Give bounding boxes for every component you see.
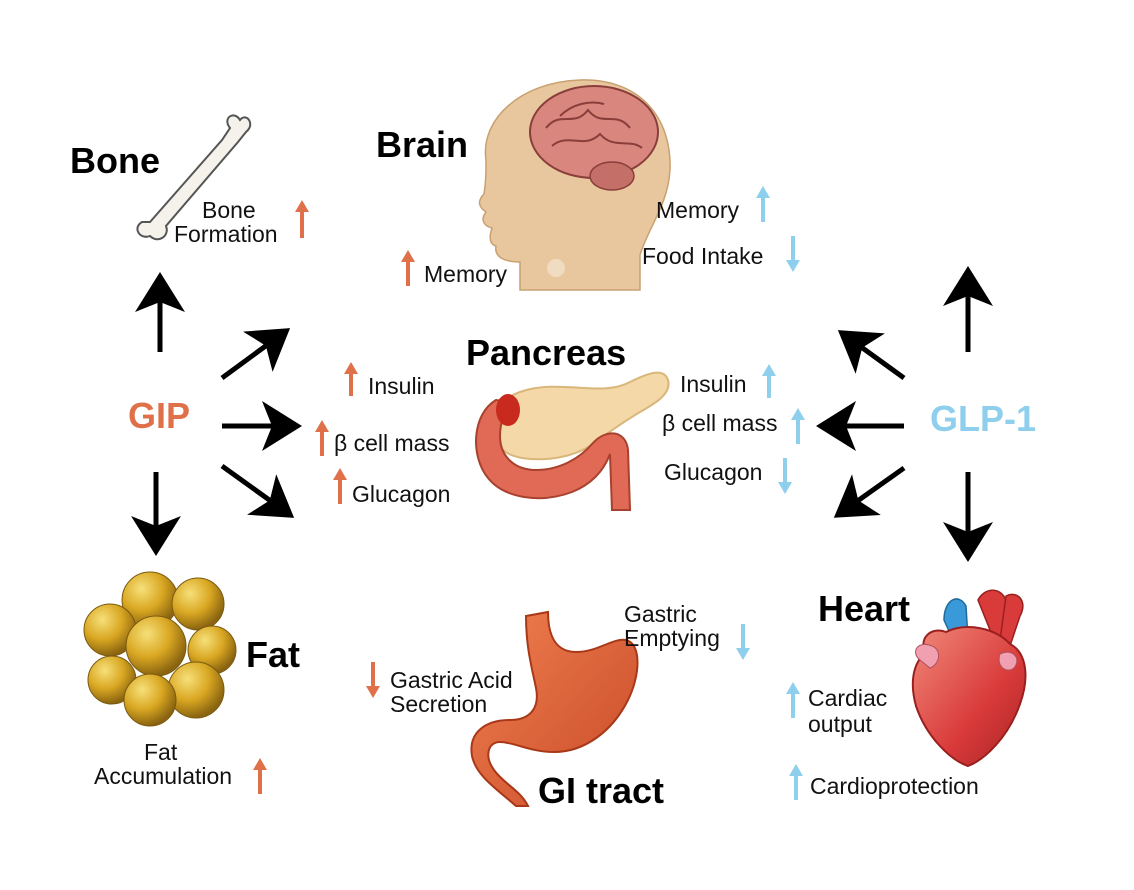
brain-icon <box>478 79 671 291</box>
up-arrow-icon <box>786 682 800 718</box>
effect-gi-acid-2: Secretion <box>390 691 488 717</box>
effect-gi-empty-2: Emptying <box>624 625 720 651</box>
bone-icon <box>136 114 252 241</box>
organ-title-heart: Heart <box>818 588 911 629</box>
effect-panc-gip-beta: β cell mass <box>334 430 450 456</box>
gip-arrows <box>131 272 302 556</box>
down-arrow-icon <box>786 236 800 272</box>
up-arrow-icon <box>315 420 329 456</box>
organ-title-gi: GI tract <box>538 770 665 811</box>
organ-title-brain: Brain <box>376 124 469 165</box>
effect-heart-cardiac-2: output <box>808 711 872 737</box>
effect-brain-glp-memory: Memory <box>656 197 740 223</box>
up-arrow-icon <box>756 186 770 222</box>
arrow-glp1-to-gi <box>833 465 906 518</box>
effect-panc-gip-glucagon: Glucagon <box>352 481 451 507</box>
effect-gi-empty-1: Gastric <box>624 601 697 627</box>
up-arrow-icon <box>401 250 415 286</box>
down-arrow-icon <box>778 458 792 494</box>
effect-gi-acid-1: Gastric Acid <box>390 667 513 693</box>
effect-bone-formation-2: Formation <box>174 221 278 247</box>
down-arrow-icon <box>736 624 750 660</box>
effect-heart-cardiac-1: Cardiac <box>808 685 888 711</box>
glp1-arrows <box>816 266 993 562</box>
effect-panc-gip-insulin: Insulin <box>368 373 435 399</box>
up-arrow-icon <box>344 362 358 396</box>
up-arrow-icon <box>253 758 267 794</box>
arrow-glp1-to-brain <box>837 330 906 381</box>
organ-title-bone: Bone <box>70 140 160 181</box>
effect-brain-glp-food: Food Intake <box>642 243 764 269</box>
effect-panc-glp-insulin: Insulin <box>680 371 747 397</box>
organ-title-pancreas: Pancreas <box>466 332 627 373</box>
effect-brain-gip-memory: Memory <box>424 261 508 287</box>
effect-bone-formation-1: Bone <box>202 197 256 223</box>
organ-title-fat: Fat <box>246 634 300 675</box>
arrow-gip-to-gi <box>220 463 295 518</box>
stomach-icon <box>470 610 639 807</box>
effect-fat-accum-1: Fat <box>144 739 178 765</box>
effect-heart-protect: Cardioprotection <box>810 773 979 799</box>
up-arrow-icon <box>791 408 805 444</box>
glp1-label: GLP-1 <box>930 398 1037 439</box>
fat-icon <box>83 571 237 727</box>
up-arrow-icon <box>789 764 803 800</box>
down-arrow-icon <box>366 662 380 698</box>
up-arrow-icon <box>295 200 309 238</box>
effect-panc-glp-glucagon: Glucagon <box>664 459 763 485</box>
gip-label: GIP <box>128 395 191 436</box>
up-arrow-icon <box>333 468 347 504</box>
arrow-gip-to-brain <box>220 328 291 381</box>
heart-icon <box>911 589 1027 768</box>
effect-indicators <box>253 186 805 800</box>
pancreas-icon <box>475 371 670 511</box>
up-arrow-icon <box>762 364 776 398</box>
effect-panc-glp-beta: β cell mass <box>662 410 778 436</box>
effect-fat-accum-2: Accumulation <box>94 763 233 789</box>
